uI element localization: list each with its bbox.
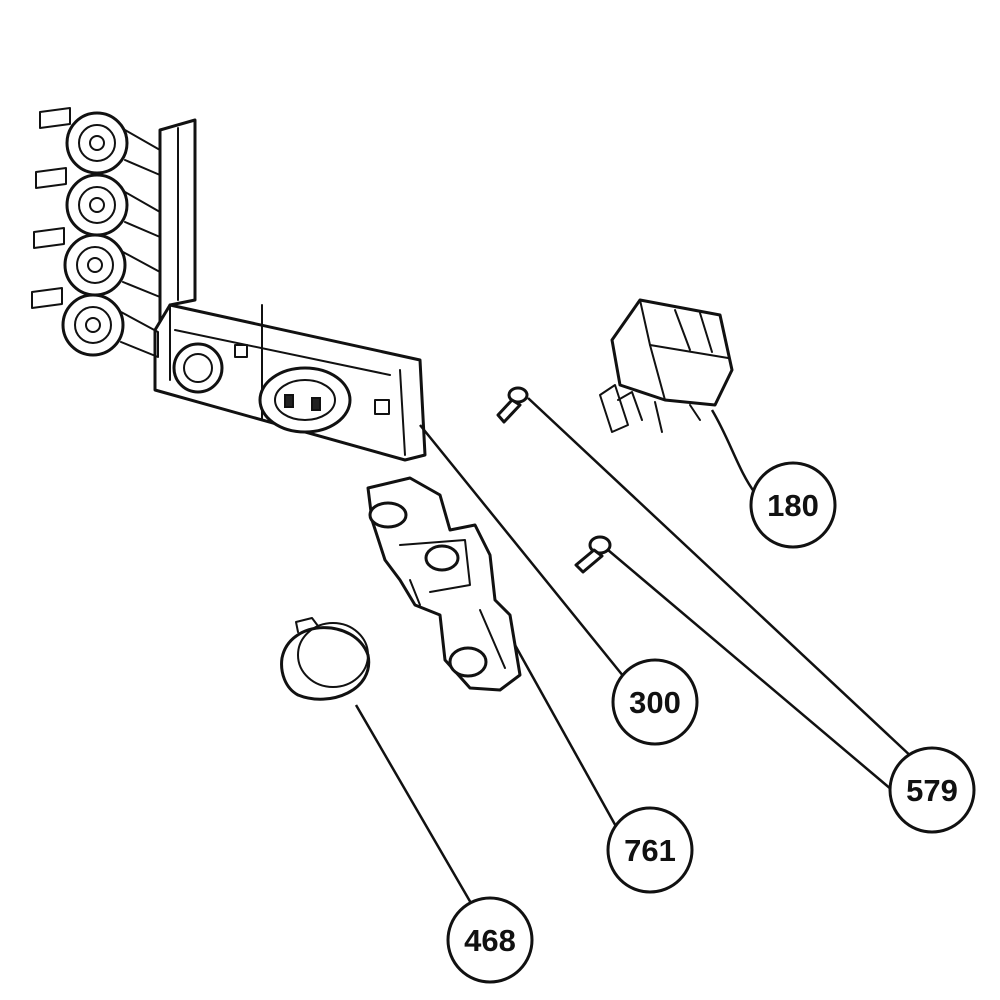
callout-300-label: 300 — [629, 685, 681, 720]
leader-line-579-lower — [607, 549, 893, 791]
part-468-knob-cap — [280, 617, 371, 701]
knob-3 — [33, 227, 161, 298]
knob-1 — [39, 107, 161, 176]
part-180-switch — [599, 298, 734, 433]
leader-line-180 — [710, 409, 757, 494]
callout-761: 761 — [606, 806, 694, 894]
knob-2 — [35, 167, 161, 238]
callout-468-label: 468 — [464, 923, 516, 958]
leader-line-300 — [419, 424, 629, 683]
callout-761-label: 761 — [624, 833, 676, 868]
callout-180-label: 180 — [767, 488, 819, 523]
part-579-screw-lower — [574, 535, 612, 574]
part-300-bracket-assembly — [31, 107, 427, 462]
callout-180: 180 — [749, 461, 837, 549]
knob-4 — [31, 287, 159, 358]
callout-300: 300 — [611, 658, 699, 746]
leader-line-468 — [354, 704, 477, 911]
part-579-screw-upper — [496, 386, 529, 424]
leader-line-579-upper — [527, 397, 916, 761]
callout-468: 468 — [446, 896, 534, 984]
callout-579-label: 579 — [906, 773, 958, 808]
leader-line-761 — [513, 644, 620, 831]
callout-579: 579 — [888, 746, 976, 834]
part-761-linkage-bracket — [366, 476, 522, 692]
